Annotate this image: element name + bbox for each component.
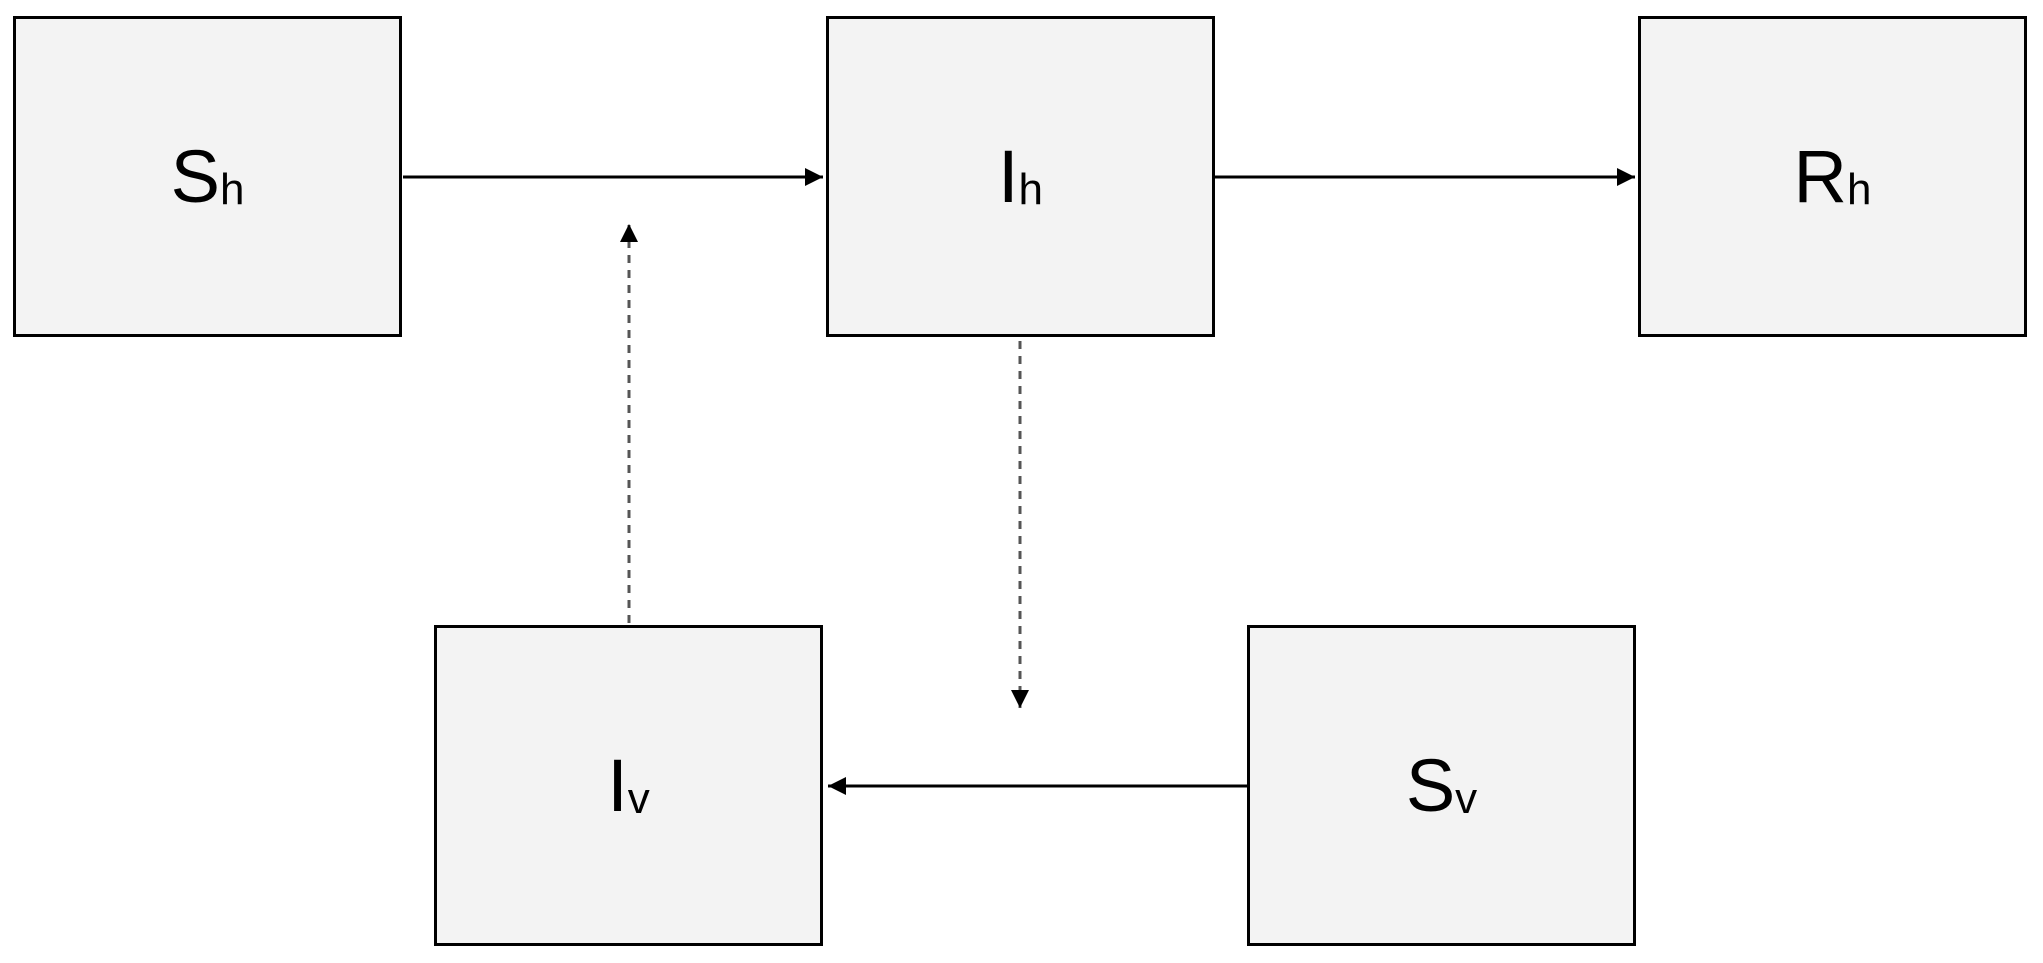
node-infected-vectors: Iv — [434, 625, 823, 946]
node-recovered-hosts: Rh — [1638, 16, 2027, 337]
node-label-main: I — [997, 134, 1019, 218]
node-susceptible-vectors: Sv — [1247, 625, 1636, 946]
node-label-main: R — [1793, 134, 1847, 218]
node-label-main: S — [1405, 743, 1456, 827]
node-label-sv: Sv — [1406, 748, 1478, 823]
node-label-iv: Iv — [607, 748, 650, 823]
node-label-main: I — [607, 743, 628, 827]
node-label-subscript: v — [1455, 773, 1478, 823]
node-infected-hosts: Ih — [826, 16, 1215, 337]
node-label-sh: Sh — [171, 139, 245, 214]
node-label-main: S — [170, 134, 220, 218]
node-susceptible-hosts: Sh — [13, 16, 402, 337]
node-label-subscript: h — [1018, 164, 1044, 214]
node-label-subscript: h — [219, 164, 245, 214]
node-label-rh: Rh — [1794, 139, 1872, 214]
node-label-ih: Ih — [998, 139, 1044, 214]
node-label-subscript: h — [1846, 164, 1872, 214]
node-label-subscript: v — [627, 773, 650, 823]
